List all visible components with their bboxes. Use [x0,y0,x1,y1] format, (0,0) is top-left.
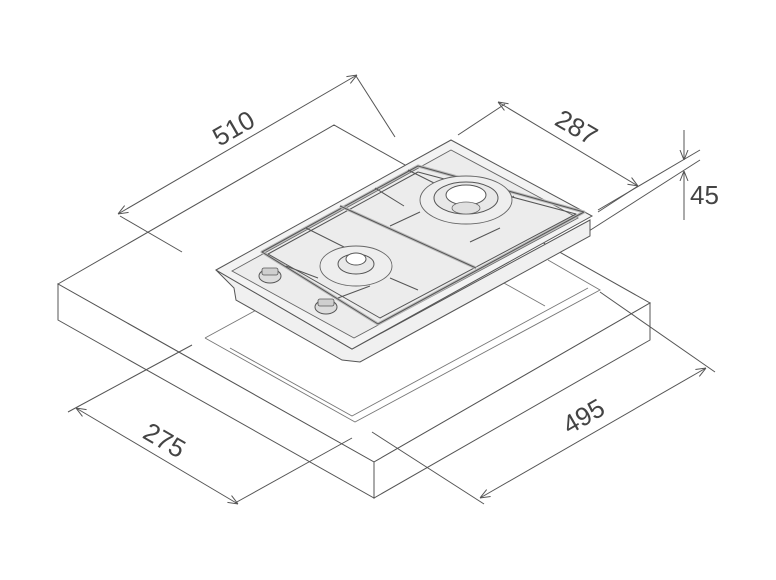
control-knob-left [258,267,282,284]
cutout-outline-2 [204,259,601,423]
ext-495-left [371,431,485,505]
ext-45-high [597,149,701,211]
cooktop-side [215,219,591,363]
dim-line-510 [118,75,357,214]
ext-275-right [234,437,353,504]
ext-275-left [67,344,193,413]
ext-495-right [599,291,716,373]
dim-line-287 [498,102,638,186]
dim-line-495 [480,368,706,498]
ext-45-low [577,159,701,239]
dim-label-height: 45 [690,180,719,210]
cooktop [214,139,594,363]
dim-label-cutout-width: 495 [557,392,610,440]
pan-support-grates [260,164,586,326]
ext-510-left [119,215,183,253]
large-burner [419,175,513,225]
dim-label-cutout-depth: 275 [138,416,191,464]
ext-510-right [355,75,396,138]
ext-287-top [457,103,506,136]
small-burner [319,245,393,287]
control-knob-right [314,298,338,315]
dim-line-275 [76,408,238,504]
cutout-outline [204,307,261,339]
dim-label-width-total: 510 [207,104,260,152]
dim-label-depth-total: 287 [550,103,603,151]
cutout-outline-3 [229,287,589,417]
dimension-lines [76,75,706,504]
